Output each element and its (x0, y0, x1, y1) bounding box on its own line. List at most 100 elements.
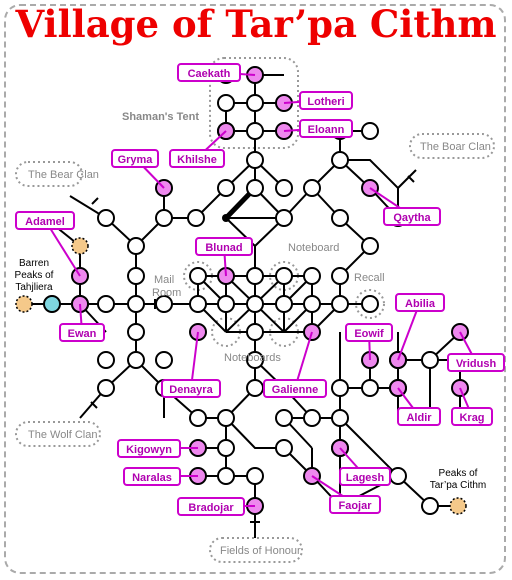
room-node[interactable] (127, 267, 145, 285)
npc-label-box-kigowyn[interactable] (117, 439, 181, 458)
room-node[interactable] (187, 209, 205, 227)
peaks-line1: Peaks of (439, 468, 478, 479)
room-node[interactable] (246, 351, 264, 369)
npc-label-box-denayra[interactable] (161, 379, 221, 398)
wolf-clan-label: The Wolf Clan (28, 429, 98, 441)
npc-label-box-galienne[interactable] (263, 379, 327, 398)
room-node[interactable] (217, 409, 235, 427)
portal-node[interactable] (43, 295, 61, 313)
room-node[interactable] (421, 351, 439, 369)
room-node[interactable] (331, 209, 349, 227)
room-node[interactable] (275, 409, 293, 427)
room-node[interactable] (389, 467, 407, 485)
room-node[interactable] (217, 94, 235, 112)
npc-label-box-abilia[interactable] (395, 293, 445, 312)
room-node[interactable] (155, 295, 173, 313)
room-node[interactable] (275, 179, 293, 197)
room-node[interactable] (303, 267, 321, 285)
room-node[interactable] (303, 409, 321, 427)
room-node[interactable] (331, 409, 349, 427)
npc-label-eowif: Eowif (354, 328, 384, 340)
npc-label-box-khilshe[interactable] (169, 149, 225, 168)
room-node[interactable] (275, 267, 293, 285)
fields-label: Fields of Honour (220, 545, 301, 557)
npc-label-box-adamel[interactable] (15, 211, 75, 230)
npc-label-denayra: Denayra (169, 384, 213, 396)
npc-label-box-bradojar[interactable] (177, 497, 245, 516)
room-node[interactable] (246, 122, 264, 140)
room-node[interactable] (217, 179, 235, 197)
npc-label-box-vridush[interactable] (447, 353, 505, 372)
npc-label-box-qaytha[interactable] (383, 207, 441, 226)
room-node[interactable] (246, 323, 264, 341)
room-node[interactable] (127, 323, 145, 341)
npc-leader-galienne (294, 331, 313, 389)
room-node[interactable] (127, 237, 145, 255)
npc-label-box-eowif[interactable] (345, 323, 393, 342)
room-node[interactable] (189, 295, 207, 313)
room-node[interactable] (246, 379, 264, 397)
npc-label-box-caekath[interactable] (177, 63, 241, 82)
room-node[interactable] (303, 179, 321, 197)
npc-label-blunad: Blunad (205, 242, 242, 254)
room-node[interactable] (217, 467, 235, 485)
npc-label-box-faojar[interactable] (329, 495, 381, 514)
room-node[interactable] (246, 179, 264, 197)
peaks-exit-node[interactable] (449, 497, 467, 515)
room-node[interactable] (361, 379, 379, 397)
room-node[interactable] (246, 267, 264, 285)
room-node[interactable] (217, 295, 235, 313)
room-label: Room (152, 287, 181, 299)
room-node[interactable] (361, 237, 379, 255)
room-node[interactable] (189, 267, 207, 285)
npc-label-box-krag[interactable] (451, 407, 493, 426)
room-node[interactable] (246, 94, 264, 112)
room-node[interactable] (127, 295, 145, 313)
npc-label-box-naralas[interactable] (123, 467, 181, 486)
npc-label-box-eloann[interactable] (299, 119, 353, 138)
room-node[interactable] (155, 209, 173, 227)
npc-label-box-gryma[interactable] (111, 149, 159, 168)
bear-clan-label: The Bear Clan (28, 169, 99, 181)
stairs-dot (222, 214, 230, 222)
room-node[interactable] (361, 122, 379, 140)
mail-label: Mail (154, 274, 174, 286)
room-node[interactable] (361, 295, 379, 313)
room-node[interactable] (97, 351, 115, 369)
room-node[interactable] (127, 351, 145, 369)
room-node[interactable] (331, 151, 349, 169)
room-node[interactable] (331, 379, 349, 397)
room-node[interactable] (303, 295, 321, 313)
npc-label-box-lotheri[interactable] (299, 91, 353, 110)
room-node[interactable] (275, 295, 293, 313)
room-node[interactable] (217, 439, 235, 457)
shamans-tent-label: Shaman's Tent (122, 111, 199, 123)
npc-label-caekath: Caekath (188, 68, 231, 80)
npc-label-eloann: Eloann (308, 124, 345, 136)
room-node[interactable] (331, 267, 349, 285)
npc-label-lagesh: Lagesh (346, 472, 385, 484)
room-node[interactable] (155, 351, 173, 369)
barren-peaks-exit-node[interactable] (15, 295, 33, 313)
room-node[interactable] (246, 151, 264, 169)
npc-label-box-blunad[interactable] (195, 237, 253, 256)
north-exit-node[interactable] (71, 237, 89, 255)
room-node[interactable] (97, 379, 115, 397)
room-node[interactable] (246, 467, 264, 485)
room-node[interactable] (97, 209, 115, 227)
npc-label-box-aldir[interactable] (397, 407, 441, 426)
npc-label-galienne: Galienne (272, 384, 318, 396)
room-node[interactable] (421, 497, 439, 515)
room-node[interactable] (246, 295, 264, 313)
npc-label-box-ewan[interactable] (59, 323, 105, 342)
npc-label-ewan: Ewan (68, 328, 97, 340)
room-node[interactable] (97, 295, 115, 313)
room-node[interactable] (275, 439, 293, 457)
npc-label-box-lagesh[interactable] (339, 467, 391, 486)
npc-label-aldir: Aldir (406, 412, 432, 424)
room-node[interactable] (189, 409, 207, 427)
room-node[interactable] (331, 295, 349, 313)
room-node[interactable] (275, 209, 293, 227)
